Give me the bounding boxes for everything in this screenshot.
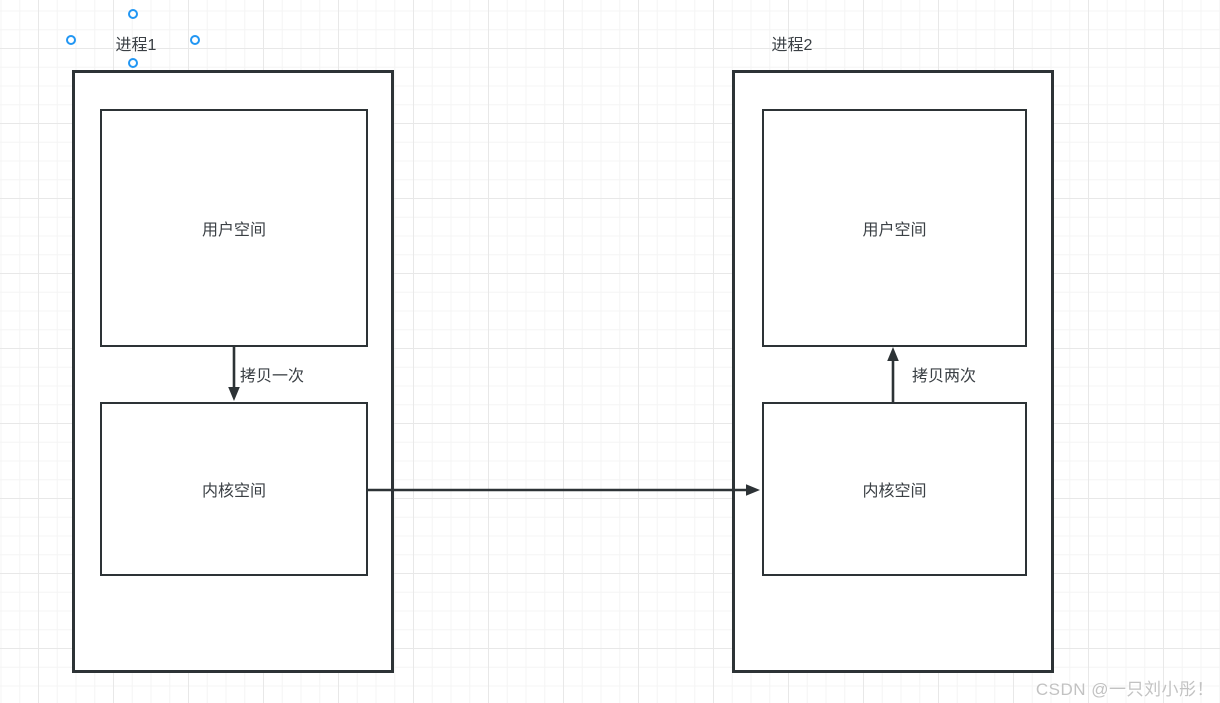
process2-title[interactable]: 进程2: [771, 37, 813, 54]
watermark-text: CSDN @一只刘小彤！: [1035, 680, 1214, 699]
arrowhead-right-icon: [746, 484, 760, 496]
process1-user-space-box[interactable]: 用户空间: [100, 109, 368, 347]
process2-kernel-space-box[interactable]: 内核空间: [762, 402, 1027, 576]
arrowhead-down-icon: [228, 387, 240, 401]
process2-kernel-space-label: 内核空间: [862, 483, 927, 500]
arrowhead-up-icon: [887, 347, 899, 361]
process1-title[interactable]: 进程1: [115, 37, 157, 54]
process1-user-space-label: 用户空间: [201, 222, 266, 239]
copy-twice-edge-label[interactable]: 拷贝两次: [910, 362, 979, 386]
process1-kernel-space-box[interactable]: 内核空间: [100, 402, 368, 576]
process1-kernel-space-label: 内核空间: [201, 483, 266, 500]
process2-user-space-label: 用户空间: [862, 222, 927, 239]
connection-handle-left[interactable]: [66, 35, 76, 45]
process2-user-space-box[interactable]: 用户空间: [762, 109, 1027, 347]
connection-handle-bottom[interactable]: [128, 58, 138, 68]
connection-handle-top[interactable]: [128, 9, 138, 19]
copy-twice-arrow[interactable]: [887, 347, 899, 402]
copy-once-arrow[interactable]: [228, 347, 240, 401]
connection-handle-right[interactable]: [190, 35, 200, 45]
copy-once-edge-label[interactable]: 拷贝一次: [238, 362, 307, 386]
kernel-transfer-arrow[interactable]: [368, 484, 760, 496]
